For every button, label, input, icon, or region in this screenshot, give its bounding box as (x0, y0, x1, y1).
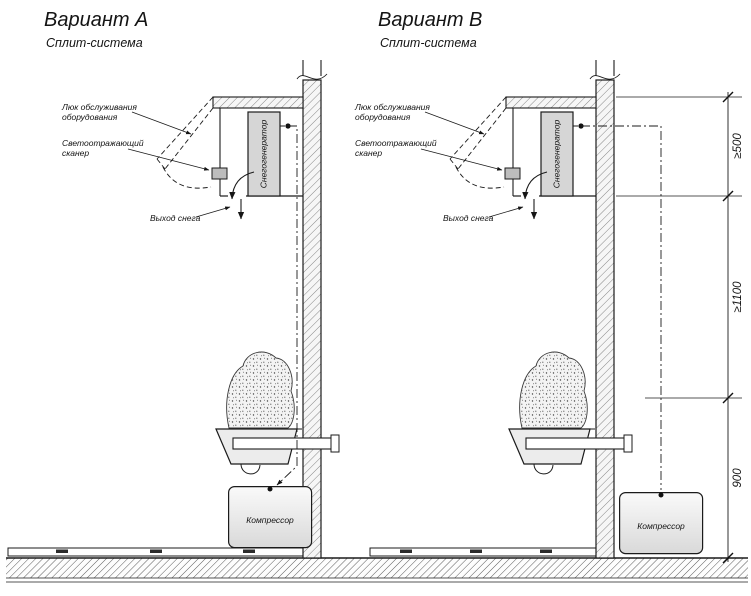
refrigerant-line-b (581, 125, 662, 490)
dim-tick (722, 552, 734, 564)
variant-b-structure (354, 60, 632, 558)
variant-b: Вариант B Сплит-система Компрессор (354, 9, 704, 558)
dim-tick (722, 190, 734, 202)
variant-a-title: Вариант А (44, 9, 148, 31)
dim-tick (722, 91, 734, 103)
variant-b-title: Вариант B (378, 9, 482, 31)
variant-a-subtitle: Сплит-система (46, 36, 143, 50)
compressor-b-label: Компрессор (637, 521, 685, 531)
dim-tick (722, 392, 734, 404)
dimension-lines: ≥500 ≥1100 900 (616, 91, 744, 564)
dim-value-top: ≥500 (732, 133, 744, 159)
variant-b-subtitle: Сплит-система (380, 36, 477, 50)
floor-joint (400, 549, 412, 553)
floor-joint (470, 549, 482, 553)
refrigerant-line-a (276, 125, 298, 486)
variant-a: Вариант А Сплит-система Компрессор (7, 9, 339, 558)
dim-value-bottom: 900 (732, 468, 744, 488)
ground (6, 557, 748, 583)
compressor-a-label: Компрессор (246, 515, 294, 525)
floor-joint (56, 549, 68, 553)
dim-value-middle: ≥1100 (732, 281, 744, 313)
floor-joint (243, 549, 255, 553)
floor-joint (540, 549, 552, 553)
floor-joint (150, 549, 162, 553)
ground-hatch (6, 558, 748, 578)
